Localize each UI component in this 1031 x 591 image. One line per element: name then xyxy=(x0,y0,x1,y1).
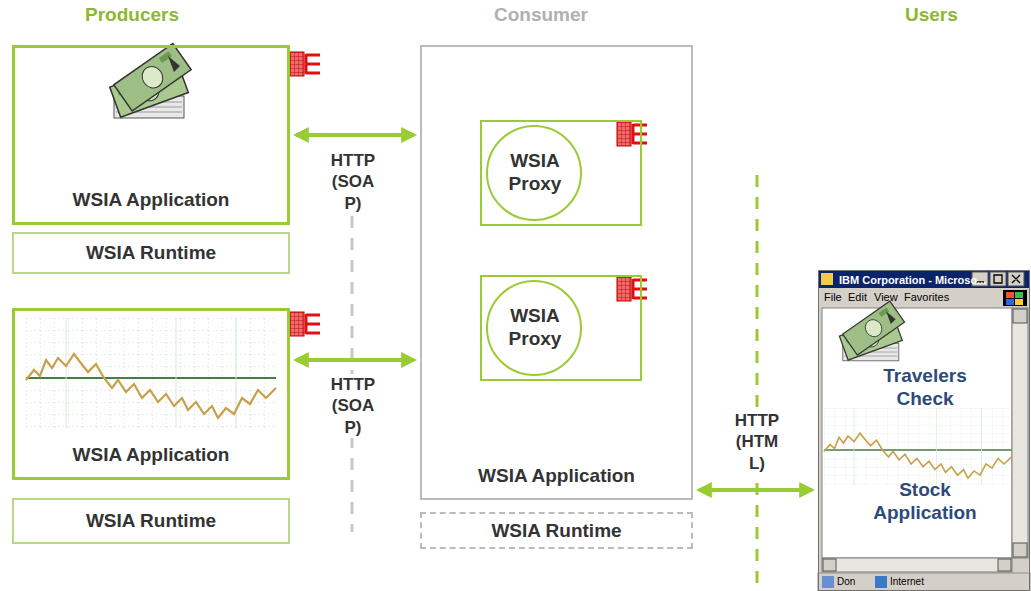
app-title: Travelers Check xyxy=(864,365,986,411)
edge-label: HTTP (SOAP) xyxy=(326,374,380,438)
http-arrow xyxy=(699,488,812,492)
browser-window xyxy=(818,270,1030,591)
window-title: IBM Corporation - Microso... xyxy=(839,273,987,287)
stock-chart xyxy=(26,318,276,428)
menu-item: Favorites xyxy=(904,291,949,303)
port-symbol xyxy=(290,52,320,76)
node-text: WSIA Application xyxy=(428,465,685,488)
runtime-box: WSIA Runtime xyxy=(12,232,290,274)
status-text: Don xyxy=(837,576,855,587)
node-text: WSIA Runtime xyxy=(20,510,282,533)
proxy-box: WSIA Proxy xyxy=(480,120,642,226)
menu-item: View xyxy=(874,291,898,303)
column-heading: Producers xyxy=(85,4,179,26)
stock-chart xyxy=(824,408,1012,485)
runtime-box: WSIA Runtime xyxy=(420,512,693,549)
menu-item: Edit xyxy=(848,291,867,303)
node-text: WSIA Runtime xyxy=(20,242,282,265)
separator-line xyxy=(756,175,759,591)
port-symbol xyxy=(290,312,320,336)
http-arrow xyxy=(296,133,414,137)
browser-window: IBM Corporation - Microso... Travelers Ch… xyxy=(818,270,1030,591)
menu-item: File xyxy=(824,291,842,303)
money-icon xyxy=(110,43,191,118)
money-icon xyxy=(839,301,904,361)
app-title: Stock Application xyxy=(857,479,993,525)
node-text: WSIA Application xyxy=(21,189,281,212)
consumer-box: WSIA ApplicationWSIA ProxyWSIA Proxy xyxy=(420,45,693,500)
node-text: WSIA Application xyxy=(21,444,281,467)
edge-label: HTTP (SOAP) xyxy=(326,150,380,214)
node-text: WSIA Runtime xyxy=(428,519,685,542)
producer-box: WSIA Application xyxy=(12,308,290,480)
node-text: WSIA Proxy xyxy=(496,305,574,351)
http-arrow xyxy=(296,358,414,362)
node-text: WSIA Proxy xyxy=(496,150,574,196)
runtime-box: WSIA Runtime xyxy=(12,498,290,544)
port-symbol xyxy=(617,277,647,301)
column-heading: Consumer xyxy=(494,4,588,26)
producer-box: WSIA Application xyxy=(12,45,290,225)
proxy-box: WSIA Proxy xyxy=(480,275,642,381)
column-heading: Users xyxy=(905,4,958,26)
status-text: Internet xyxy=(890,576,924,587)
port-symbol xyxy=(617,122,647,146)
edge-label: HTTP (HTML) xyxy=(729,410,785,474)
